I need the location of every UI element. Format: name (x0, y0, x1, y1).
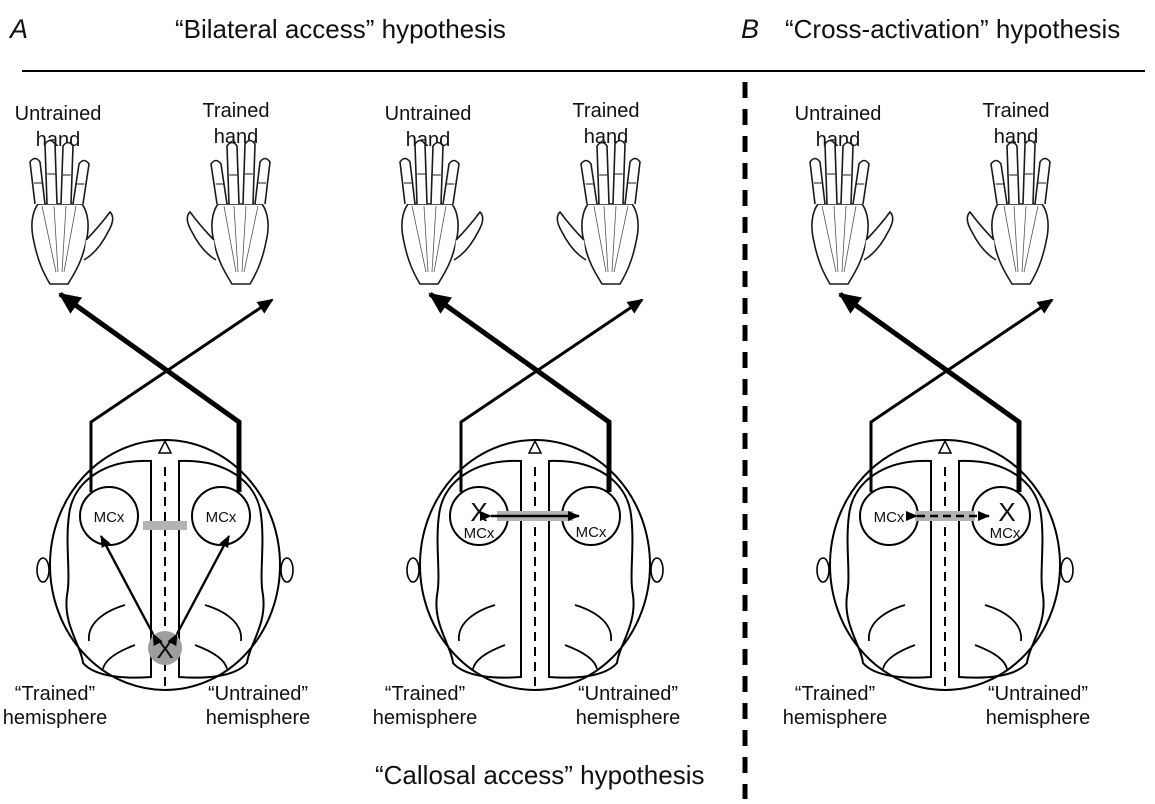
x-mark: X (470, 497, 487, 527)
untrained-hemisphere-label: hemisphere (986, 707, 1091, 729)
untrained-hand-label: Untrained (385, 103, 472, 125)
trained-hemisphere-label: “Trained” (15, 683, 95, 705)
untrained-hand-icon (30, 141, 113, 285)
hand-finger (1023, 141, 1035, 205)
trained-hand-label: Trained (572, 100, 639, 122)
hand-finger (227, 143, 239, 205)
left-ear (407, 558, 419, 582)
panel-a-letter: A (8, 14, 28, 44)
untrained-hand-label: Untrained (15, 103, 102, 125)
hand-palm (812, 204, 868, 284)
hand-palm (32, 204, 88, 284)
trained-hand-icon (557, 141, 640, 285)
panel-b-letter: B (741, 14, 759, 44)
hand-finger (825, 141, 837, 205)
hand-finger (810, 159, 825, 205)
x-mark: X (998, 497, 1015, 527)
hand-finger (991, 161, 1007, 205)
trained-hand-icon (187, 141, 270, 285)
left-ear (817, 558, 829, 582)
trained-hand-label: Trained (202, 100, 269, 122)
trained-hand-icon (967, 141, 1050, 285)
hand-finger (1035, 159, 1050, 205)
untrained-hemisphere-label: hemisphere (206, 707, 311, 729)
hand-finger (73, 161, 89, 205)
right-ear (651, 558, 663, 582)
hand-finger (853, 161, 869, 205)
right-mcx-label: MCx (576, 524, 607, 541)
trained-hemisphere-label: “Trained” (385, 683, 465, 705)
panel-a-subtitle: “Callosal access” hypothesis (375, 760, 704, 790)
untrained-hand-icon (400, 141, 483, 285)
panel-a-title: “Bilateral access” hypothesis (175, 14, 506, 44)
trained-hemisphere-label: hemisphere (783, 707, 888, 729)
left-ear (37, 558, 49, 582)
untrained-hemisphere-label: “Untrained” (578, 683, 678, 705)
untrained-hand-label: Untrained (795, 103, 882, 125)
hand-finger (581, 161, 597, 205)
hand-finger (625, 159, 640, 205)
untrained-hemisphere-label: hemisphere (576, 707, 681, 729)
hand-palm (992, 204, 1048, 284)
hand-finger (431, 143, 443, 205)
hand-finger (400, 159, 415, 205)
trained-hemisphere-label: hemisphere (3, 707, 108, 729)
untrained-hand-icon (810, 141, 893, 285)
head-outline-group (817, 440, 1073, 690)
head-outline-group (407, 440, 663, 690)
hand-finger (45, 141, 57, 205)
hand-finger (61, 143, 73, 205)
hand-finger (613, 141, 625, 205)
trained-hemisphere-label: hemisphere (373, 707, 478, 729)
left-mcx-label: MCx (874, 509, 905, 526)
right-ear (281, 558, 293, 582)
hand-finger (415, 141, 427, 205)
hand-finger (243, 141, 255, 205)
hand-finger (255, 159, 270, 205)
hand-finger (211, 161, 227, 205)
right-mcx-label: MCx (990, 525, 1021, 542)
hand-palm (582, 204, 638, 284)
hand-palm (212, 204, 268, 284)
x-mark: X (156, 634, 173, 664)
untrained-hemisphere-label: “Untrained” (988, 683, 1088, 705)
panel-b-title: “Cross-activation” hypothesis (785, 14, 1120, 44)
hand-finger (1007, 143, 1019, 205)
right-ear (1061, 558, 1073, 582)
hand-finger (841, 143, 853, 205)
hand-finger (597, 143, 609, 205)
callosal-block (143, 521, 187, 530)
hand-finger (30, 159, 45, 205)
hand-palm (402, 204, 458, 284)
untrained-hemisphere-label: “Untrained” (208, 683, 308, 705)
left-mcx-label: MCx (94, 509, 125, 526)
left-mcx-label: MCx (464, 525, 495, 542)
right-mcx-label: MCx (206, 509, 237, 526)
trained-hemisphere-label: “Trained” (795, 683, 875, 705)
trained-hand-label: Trained (982, 100, 1049, 122)
hand-finger (443, 161, 459, 205)
